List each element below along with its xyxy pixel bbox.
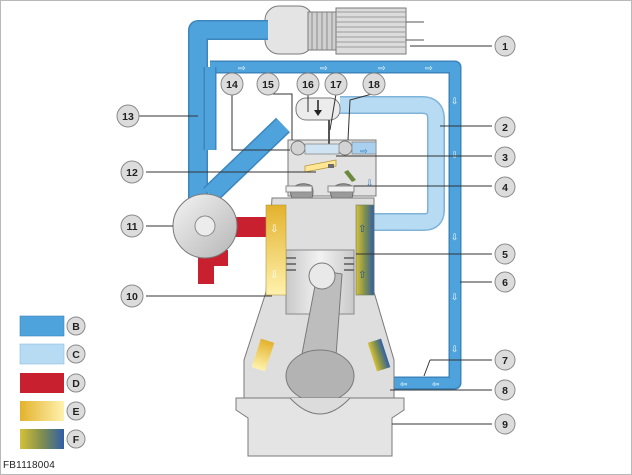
svg-text:11: 11 [126,221,137,233]
svg-text:3: 3 [502,152,508,164]
legend-item-d: D [20,373,86,393]
fresh-air-duct [188,20,462,390]
crankcase [235,397,405,457]
callout-5: 5 [494,243,516,265]
charge-air-duct [340,96,445,231]
svg-text:⇨: ⇨ [320,64,328,74]
svg-text:⇩: ⇩ [270,270,278,281]
callout-17: 17 [324,72,348,96]
svg-text:16: 16 [302,79,314,91]
leader-lines [138,45,492,425]
svg-text:D: D [72,378,80,390]
svg-text:⇦: ⇦ [400,380,408,390]
legend: B C D E F [19,315,86,449]
svg-text:14: 14 [226,79,238,91]
callout-10: 10 [120,284,144,308]
callout-2: 2 [494,116,516,138]
callout-13: 13 [116,104,140,128]
air-filter [264,5,424,55]
svg-text:C: C [72,349,80,361]
callout-4: 4 [494,176,516,198]
callout-8: 8 [494,379,516,401]
svg-text:18: 18 [368,79,380,91]
callout-15: 15 [256,72,280,96]
svg-text:9: 9 [502,419,508,431]
cylinder-head: ⇨ ⇩ ⇩ [285,97,377,211]
callout-7: 7 [494,349,516,371]
legend-item-c: C [19,343,86,365]
legend-item-f: F [20,429,86,449]
turbocharger [172,193,274,284]
svg-text:⇨: ⇨ [378,64,386,74]
svg-text:⇩: ⇩ [451,345,459,355]
callout-14: 14 [220,72,244,96]
svg-text:8: 8 [502,385,508,397]
svg-text:⇩: ⇩ [270,224,278,235]
svg-text:⇨: ⇨ [238,64,246,74]
svg-text:15: 15 [262,79,274,91]
callout-11: 11 [120,214,144,238]
svg-text:17: 17 [330,79,342,91]
svg-text:12: 12 [126,167,138,179]
svg-text:7: 7 [502,355,508,367]
svg-text:⇩: ⇩ [366,179,374,189]
svg-text:⇨: ⇨ [425,64,433,74]
svg-text:⇦: ⇦ [432,380,440,390]
callout-12: 12 [120,160,144,184]
svg-text:⇨: ⇨ [360,147,368,157]
svg-text:⇧: ⇧ [358,270,366,281]
callout-6: 6 [494,271,516,293]
legend-item-e: E [20,401,86,421]
callout-16: 16 [296,72,320,96]
svg-text:6: 6 [502,277,508,289]
svg-text:⇩: ⇩ [451,97,459,107]
svg-text:⇧: ⇧ [358,224,366,235]
callout-18: 18 [362,72,386,96]
callout-1: 1 [494,35,516,57]
svg-text:E: E [72,406,79,418]
svg-text:1: 1 [502,41,508,53]
svg-text:10: 10 [126,291,138,303]
svg-text:4: 4 [502,182,508,194]
callout-9: 9 [494,413,516,435]
svg-text:2: 2 [502,122,508,134]
svg-text:B: B [72,321,80,333]
callout-3: 3 [494,146,516,168]
svg-text:⇩: ⇩ [451,233,459,243]
svg-text:13: 13 [122,111,134,123]
figure-code: FB1118004 [3,460,56,471]
engine-block: ⇩ ⇩ ⇧ ⇧ [243,197,395,403]
svg-text:5: 5 [502,249,508,261]
svg-text:⇩: ⇩ [451,293,459,303]
legend-item-b: B [19,315,86,337]
svg-text:F: F [73,434,80,446]
